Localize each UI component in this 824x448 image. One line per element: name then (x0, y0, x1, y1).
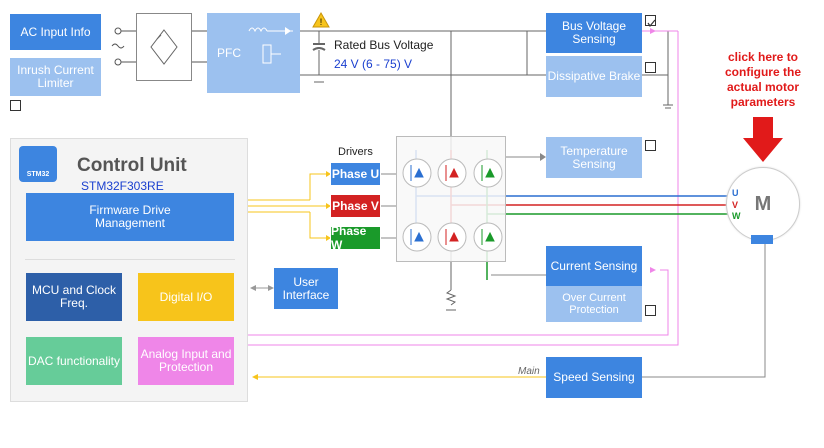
motor-phase-u: U (732, 188, 739, 198)
bus-voltage-sensing[interactable]: Bus Voltage Sensing (546, 13, 642, 53)
phase-v-driver[interactable]: Phase V (330, 194, 381, 218)
pfc-label: PFC (217, 45, 241, 60)
speed-sensing[interactable]: Speed Sensing (546, 357, 642, 398)
inrush-checkbox[interactable] (10, 100, 21, 111)
bus-voltage-label: Rated Bus Voltage (334, 38, 434, 52)
motor-connector (751, 235, 773, 244)
drivers-label: Drivers (338, 146, 373, 158)
speed-link-label: Main (518, 366, 540, 377)
dac-functionality[interactable]: DAC functionality (26, 337, 122, 385)
dissipative-checkbox[interactable] (645, 62, 656, 73)
divider (25, 259, 235, 260)
phase-u-driver[interactable]: Phase U (330, 162, 381, 186)
pfc-block[interactable]: PFC (207, 13, 300, 93)
dissipative-brake[interactable]: Dissipative Brake (546, 56, 642, 97)
user-interface[interactable]: User Interface (274, 268, 338, 309)
ac-input-info[interactable]: AC Input Info (10, 14, 101, 50)
digital-io[interactable]: Digital I/O (138, 273, 234, 321)
motor-label: M (754, 192, 772, 215)
stm32-logo: STM32 (19, 146, 57, 182)
inrush-current-limiter[interactable]: Inrush Current Limiter (10, 58, 101, 96)
current-sensing[interactable]: Current Sensing (546, 246, 642, 286)
phase-w-driver[interactable]: Phase W (330, 224, 381, 252)
motor[interactable]: M (726, 167, 800, 241)
motor-phase-v: V (732, 200, 739, 210)
temperature-sensing[interactable]: Temperature Sensing (546, 137, 642, 178)
motor-config-callout[interactable]: click here to configure the actual motor… (724, 50, 801, 109)
inverter-bridge[interactable] (396, 136, 506, 262)
bus-voltage-checkbox[interactable] (645, 15, 656, 28)
control-unit-title: Control Unit (77, 155, 187, 176)
chip-name[interactable]: STM32F303RE (81, 179, 164, 193)
analog-input-protection[interactable]: Analog Input and Protection (138, 337, 234, 385)
rectifier (136, 13, 192, 81)
svg-text:!: ! (320, 17, 323, 27)
temperature-checkbox[interactable] (645, 140, 656, 151)
overcurrent-checkbox[interactable] (645, 305, 656, 316)
bus-voltage-value[interactable]: 24 V (6 - 75) V (334, 57, 413, 71)
firmware-drive-management[interactable]: Firmware Drive Management (26, 193, 234, 241)
mcu-clock[interactable]: MCU and Clock Freq. (26, 273, 122, 321)
motor-phase-w: W (732, 211, 741, 221)
over-current-protection[interactable]: Over Current Protection (546, 286, 642, 322)
